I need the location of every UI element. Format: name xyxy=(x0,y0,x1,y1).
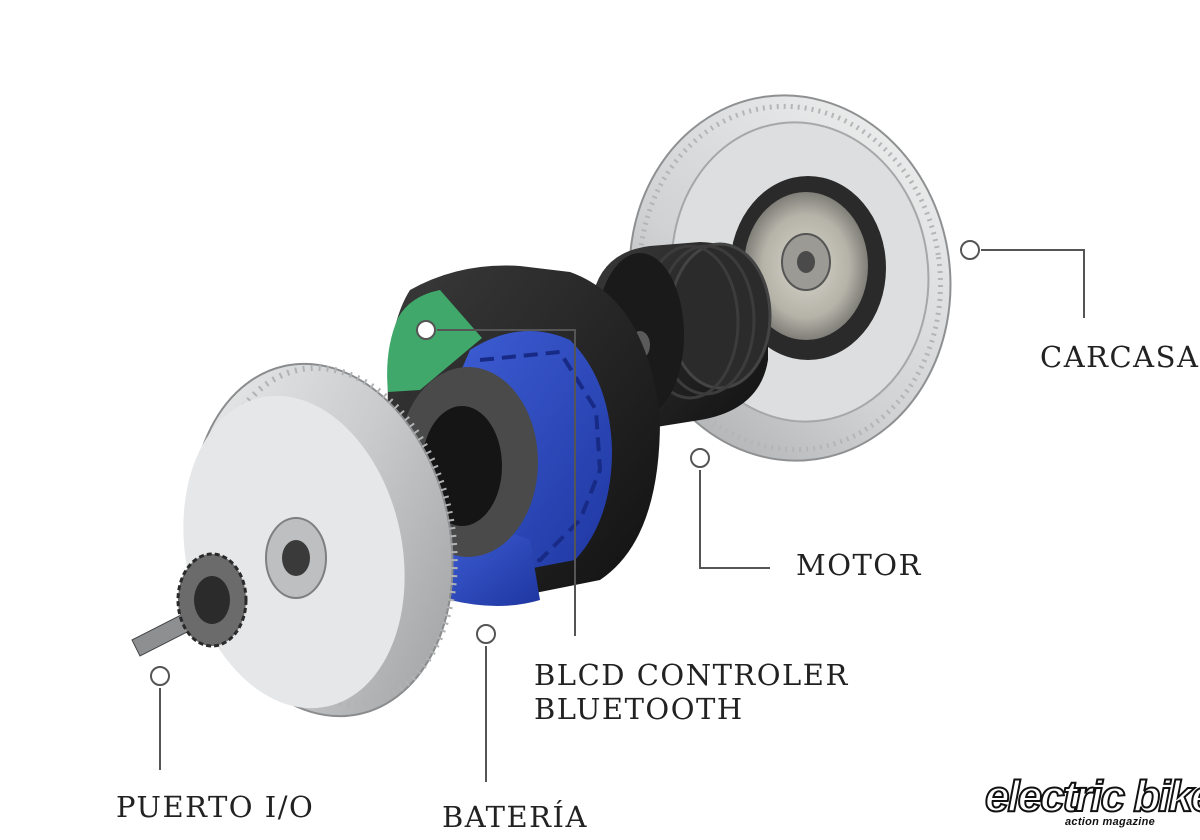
label-puerto: PUERTO I/O xyxy=(116,790,315,824)
label-bateria: BATERÍA xyxy=(442,800,588,834)
leader-controller xyxy=(416,320,576,636)
leader-carcasa xyxy=(960,240,1085,318)
controller-board xyxy=(387,290,482,392)
label-controller: BLCD CONTROLER BLUETOOTH xyxy=(534,658,849,726)
leader-bateria xyxy=(476,624,496,782)
leader-motor xyxy=(690,448,770,569)
label-motor: MOTOR xyxy=(796,548,922,582)
leader-puerto xyxy=(150,666,170,770)
electric-bike-logo: electric bike action magazine xyxy=(984,771,1200,832)
label-carcasa: CARCASA xyxy=(1040,340,1200,374)
side-cover-disc xyxy=(183,362,458,718)
label-controller-line2: BLUETOOTH xyxy=(534,692,744,727)
logo-wordmark: electric bike xyxy=(984,771,1200,822)
io-port-axle xyxy=(131,552,248,657)
logo-tagline: action magazine xyxy=(1065,816,1156,828)
label-controller-line1: BLCD CONTROLER xyxy=(534,658,849,692)
